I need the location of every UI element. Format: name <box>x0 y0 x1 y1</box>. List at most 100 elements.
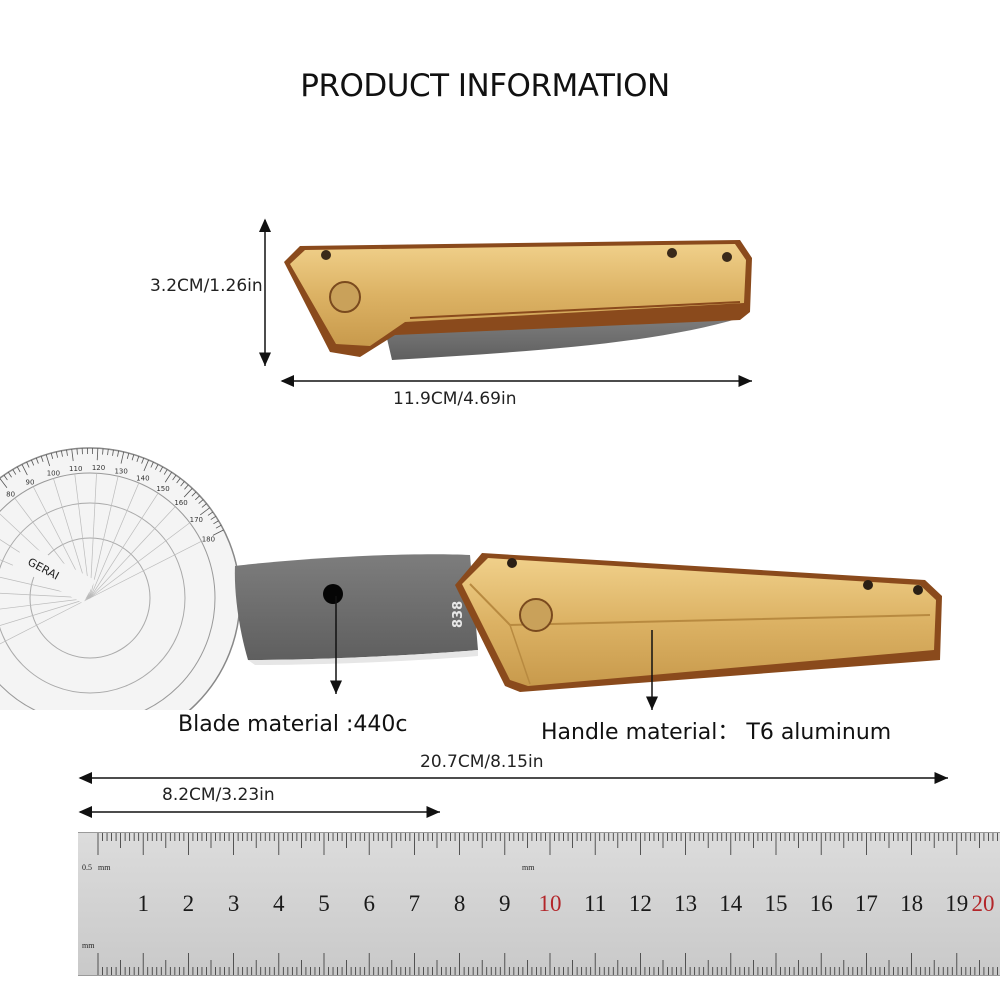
protractor-tick <box>35 457 39 464</box>
ruler-unit-bottom: mm <box>82 941 95 950</box>
protractor-ray <box>89 492 159 599</box>
ruler-ticks <box>97 833 998 975</box>
closed-handle-face <box>290 244 746 346</box>
protractor-tick <box>60 450 63 457</box>
protractor-tick <box>120 451 125 464</box>
protractor-tick <box>0 477 8 489</box>
protractor-tick <box>31 459 35 466</box>
ruler-number: 18 <box>900 891 924 916</box>
protractor-tick <box>55 451 58 458</box>
protractor-tick <box>131 454 135 461</box>
ruler-number: 17 <box>854 891 878 916</box>
ruler-number: 16 <box>809 891 833 916</box>
protractor-tick <box>184 484 189 490</box>
protractor-tick <box>112 449 114 456</box>
open-pivot <box>519 598 553 632</box>
protractor-ray <box>89 473 97 599</box>
protractor-tick <box>107 449 109 456</box>
ruler-number: 13 <box>674 891 698 916</box>
protractor-tick <box>143 459 149 472</box>
protractor-tick-label: 150 <box>156 485 169 493</box>
blade-material-label: Blade material :440c <box>178 712 408 737</box>
protractor-ray <box>89 506 176 599</box>
protractor-tick <box>96 448 99 461</box>
protractor-ray <box>0 592 91 599</box>
open-handle-face <box>462 558 936 686</box>
protractor-tick <box>102 448 104 455</box>
protractor-tick <box>40 456 44 462</box>
protractor-tick <box>195 495 200 501</box>
protractor-ray <box>89 522 191 599</box>
ruler-number: 12 <box>628 891 652 916</box>
protractor-tick <box>215 524 222 529</box>
blade-length-label: 8.2CM/3.23in <box>162 785 275 805</box>
protractor-tick-label: 140 <box>136 474 149 482</box>
protractor-tick <box>126 453 130 460</box>
ruler-number: 4 <box>273 891 285 916</box>
protractor-tick <box>163 469 168 475</box>
protractor-tick <box>212 529 224 536</box>
page-title: PRODUCT INFORMATION <box>300 68 670 104</box>
blade-marking: 838 <box>451 601 466 628</box>
protractor: 1020304050607080901001101201301401501601… <box>0 447 241 710</box>
protractor-tick <box>150 461 154 468</box>
protractor-tick-label: 110 <box>69 465 82 473</box>
protractor-tick <box>3 474 8 481</box>
protractor-tick <box>76 448 78 455</box>
blade-hole <box>323 584 343 604</box>
protractor-tick <box>164 471 173 483</box>
ruler-number: 9 <box>499 891 511 916</box>
protractor-tick-label: 120 <box>92 464 105 472</box>
protractor-ray <box>89 476 119 599</box>
ruler-number: 2 <box>182 891 195 916</box>
ruler-number: 8 <box>453 891 466 916</box>
ruler-number: 3 <box>227 891 240 916</box>
protractor-tick <box>141 457 145 464</box>
ruler-unit-left: mm <box>98 863 111 872</box>
protractor-ray <box>89 482 140 599</box>
ruler-number: 5 <box>318 891 330 916</box>
protractor-tick <box>71 449 74 462</box>
protractor-tick <box>50 453 54 460</box>
protractor-tick <box>199 507 211 516</box>
protractor-tick <box>191 491 197 497</box>
ruler-number: 20 <box>971 891 995 916</box>
protractor-tick <box>183 488 193 498</box>
protractor-tick-label: 160 <box>174 499 187 507</box>
ruler-unit-mid: mm <box>522 863 535 872</box>
protractor-tick-label: 100 <box>47 470 60 478</box>
protractor-tick <box>172 474 177 481</box>
ruler-number: 6 <box>363 891 375 916</box>
protractor-tick <box>201 503 207 508</box>
ruler-number: 7 <box>408 891 421 916</box>
protractor-tick <box>210 515 217 520</box>
protractor-ray <box>0 597 91 626</box>
protractor-ray <box>0 597 91 610</box>
closed-length-label: 11.9CM/4.69in <box>393 389 517 409</box>
protractor-ray <box>0 597 91 645</box>
ruler-number: 15 <box>764 891 788 916</box>
overall-length-label: 20.7CM/8.15in <box>420 752 544 772</box>
protractor-tick-label: 130 <box>114 467 127 475</box>
protractor-tick-label: 90 <box>26 478 35 486</box>
closed-height-label: 3.2CM/1.26in <box>150 276 263 296</box>
protractor-tick <box>207 511 214 516</box>
ruler-number: 1 <box>137 891 149 916</box>
protractor-tick <box>12 469 17 475</box>
ruler-number: 10 <box>538 891 562 916</box>
protractor-tick <box>180 481 185 487</box>
ruler-number: 19 <box>945 891 969 916</box>
protractor-tick <box>176 477 181 484</box>
protractor-tick <box>198 499 204 504</box>
protractor-tick-label: 170 <box>190 516 203 524</box>
protractor-tick <box>66 449 68 456</box>
protractor-tick-label: 80 <box>6 490 15 498</box>
protractor-tick <box>117 450 120 457</box>
protractor-tick <box>45 454 51 467</box>
ruler-precision-label: 0.5 <box>82 863 92 872</box>
protractor-tick <box>136 456 140 462</box>
ruler-number: 11 <box>584 891 607 916</box>
